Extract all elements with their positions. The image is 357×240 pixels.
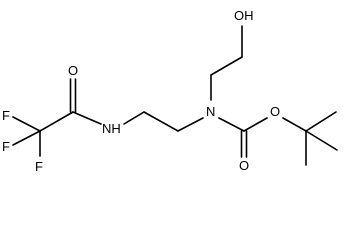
- bond-oester-cq: [282, 117, 307, 132]
- atom-f3: F: [35, 159, 43, 174]
- atom-o-carbonyl: O: [239, 158, 249, 173]
- bond-ccarb-oester: [243, 117, 268, 132]
- atom-f1: F: [2, 108, 10, 123]
- bond-c-f1: [12, 116, 41, 132]
- bond-cq-me2: [305, 130, 338, 151]
- bond-camide-nh: [72, 111, 102, 125]
- atom-nh: NH: [102, 121, 121, 136]
- structure-diagram-canvas: F F F O NH N OH O O: [2, 8, 338, 174]
- atom-n-tertiary: N: [206, 104, 215, 119]
- bond-c-f2: [12, 130, 41, 146]
- bond-cq-me1: [305, 111, 337, 132]
- atom-o-ester: O: [270, 104, 280, 119]
- atom-o-amide: O: [68, 63, 78, 78]
- bond-cf3-camide: [39, 111, 74, 132]
- bond-n-ccarb: [218, 117, 245, 132]
- atom-labels: F F F O NH N OH O O: [2, 8, 280, 174]
- molecule-structure: F F F O NH N OH O O: [2, 8, 338, 174]
- bonds: [12, 25, 338, 166]
- bond-ch2a-ch2b: [143, 111, 179, 132]
- bond-nh-ch2a: [123, 111, 145, 125]
- atom-f2: F: [2, 139, 10, 154]
- bond-ch2b-n: [177, 117, 204, 132]
- bond-ch2c-ch2d: [210, 56, 243, 76]
- atom-oh: OH: [234, 8, 254, 23]
